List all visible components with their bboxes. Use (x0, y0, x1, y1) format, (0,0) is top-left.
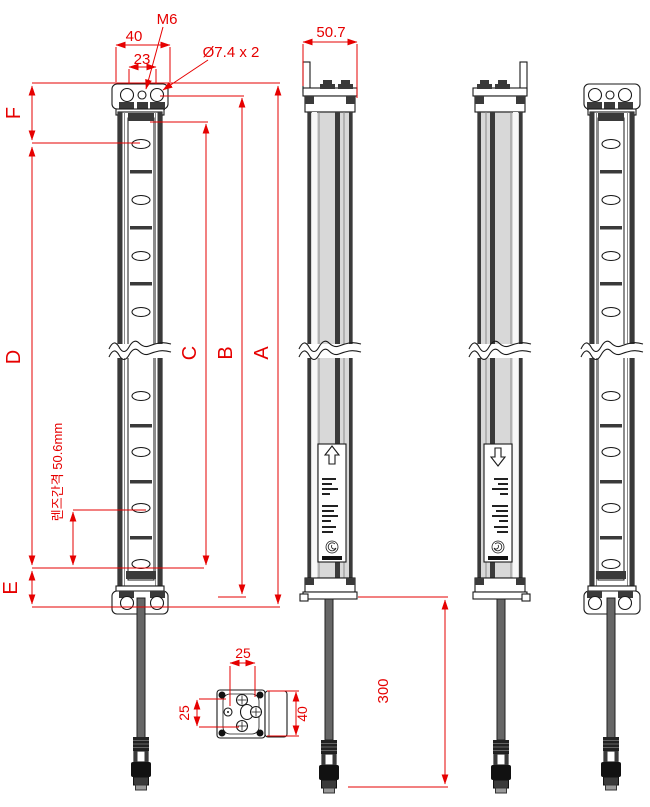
emitter-side-view (300, 62, 357, 793)
endcap-top-view (216, 689, 288, 739)
receiver-side-view (473, 62, 530, 793)
screw-heads (235, 693, 263, 733)
dim-bracket-width: 40 (126, 28, 143, 45)
dim-label-f: F (3, 107, 25, 119)
dim-body-depth: 50.7 (316, 24, 345, 41)
dim-through-hole: Ø7.4 x 2 (203, 44, 260, 61)
dim-endblock-width: 25 (235, 645, 251, 661)
emitter-front-view (112, 84, 168, 790)
dim-endblock-depth: 40 (294, 706, 310, 722)
arrow-up-icon (323, 445, 341, 465)
leader-m6 (145, 26, 164, 90)
dim-endblock-height: 25 (176, 705, 192, 721)
dim-hole-spacing: 23 (134, 51, 151, 68)
receiver-front-view (584, 84, 640, 790)
dim-label-d: D (3, 350, 25, 364)
dim-cable-length: 300 (375, 678, 392, 703)
dimension-layer: 40 23 M6 Ø7.4 x 2 50.7 F D E C B A 렌즈간격 … (0, 11, 449, 788)
dim-lens-pitch: 렌즈간격 50.6mm (50, 423, 65, 521)
dim-label-e: E (0, 581, 22, 594)
dim-label-a: A (251, 346, 273, 360)
arrow-down-icon (489, 447, 507, 467)
leader-through-hole (162, 59, 209, 91)
dim-label-c: C (179, 346, 201, 360)
dim-thread-size: M6 (157, 11, 178, 28)
dim-label-b: B (215, 346, 237, 359)
